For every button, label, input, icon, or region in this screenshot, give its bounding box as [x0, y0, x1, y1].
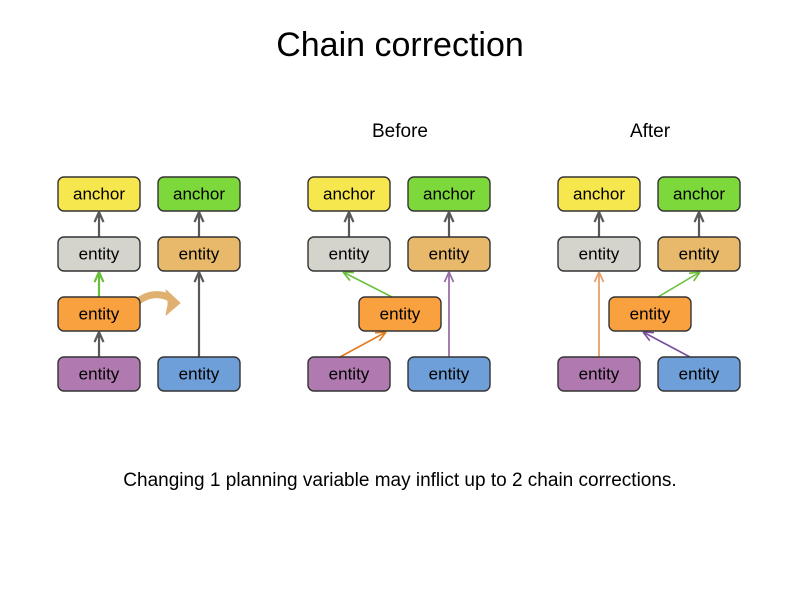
arrow-blue-to-tan: [193, 271, 205, 357]
group-label-before: Before: [372, 121, 428, 142]
node-label: anchor: [73, 184, 125, 203]
node-entity-purple[interactable]: entity: [557, 356, 641, 392]
node-label: entity: [630, 304, 671, 323]
node-entity-orange[interactable]: entity: [57, 296, 141, 332]
node-anchor-yellow[interactable]: anchor: [57, 176, 141, 212]
arrow-purple-to-orange: [339, 331, 387, 358]
node-label: entity: [579, 364, 620, 383]
arrow-blue-to-tan: [443, 271, 455, 357]
arrow-grey-to-yellow-anchor: [93, 211, 105, 237]
node-label: entity: [79, 364, 120, 383]
node-entity-blue[interactable]: entity: [407, 356, 491, 392]
arrow-purple-to-grey: [593, 271, 605, 357]
node-entity-grey[interactable]: entity: [307, 236, 391, 272]
node-anchor-green[interactable]: anchor: [157, 176, 241, 212]
node-entity-purple[interactable]: entity: [307, 356, 391, 392]
move-curved-arrow: [132, 289, 181, 316]
node-entity-orange[interactable]: entity: [358, 296, 442, 332]
node-entity-grey[interactable]: entity: [557, 236, 641, 272]
arrow-grey-to-yellow-anchor: [593, 211, 605, 237]
node-entity-grey[interactable]: entity: [57, 236, 141, 272]
node-label: anchor: [173, 184, 225, 203]
node-label: entity: [380, 304, 421, 323]
node-label: entity: [579, 244, 620, 263]
arrow-tan-to-green-anchor: [693, 211, 705, 237]
node-label: anchor: [573, 184, 625, 203]
page-title: Chain correction: [276, 26, 524, 64]
group-label-after: After: [629, 121, 671, 142]
node-label: entity: [329, 364, 370, 383]
node-label: entity: [179, 244, 220, 263]
node-entity-purple[interactable]: entity: [57, 356, 141, 392]
arrow-orange-to-grey: [342, 271, 393, 298]
node-anchor-yellow[interactable]: anchor: [307, 176, 391, 212]
slide-caption: Changing 1 planning variable may inflict…: [123, 470, 677, 491]
node-label: anchor: [423, 184, 475, 203]
arrow-orange-to-tan: [657, 271, 701, 298]
arrow-grey-to-yellow-anchor: [343, 211, 355, 237]
node-label: entity: [429, 244, 470, 263]
node-entity-blue[interactable]: entity: [157, 356, 241, 392]
arrow-blue-to-orange: [642, 331, 691, 358]
arrow-orange-to-grey: [93, 271, 105, 297]
node-entity-tan[interactable]: entity: [657, 236, 741, 272]
node-label: entity: [79, 304, 120, 323]
node-label: entity: [179, 364, 220, 383]
node-label: anchor: [323, 184, 375, 203]
group-before: anchor anchor entity entity entity entity enti…: [307, 176, 491, 392]
node-anchor-green[interactable]: anchor: [657, 176, 741, 212]
node-label: entity: [679, 364, 720, 383]
node-entity-tan[interactable]: entity: [407, 236, 491, 272]
node-entity-tan[interactable]: entity: [157, 236, 241, 272]
arrow-purple-to-orange: [93, 331, 105, 357]
node-label: entity: [429, 364, 470, 383]
arrow-tan-to-green-anchor: [443, 211, 455, 237]
node-label: entity: [329, 244, 370, 263]
arrow-tan-to-green-anchor: [193, 211, 205, 237]
node-anchor-yellow[interactable]: anchor: [557, 176, 641, 212]
node-entity-blue[interactable]: entity: [657, 356, 741, 392]
node-label: entity: [679, 244, 720, 263]
node-anchor-green[interactable]: anchor: [407, 176, 491, 212]
group-initial: anchor anchor entity entity entity entity enti…: [57, 176, 241, 392]
node-label: anchor: [673, 184, 725, 203]
group-after: anchor anchor entity entity entity entity enti…: [557, 176, 741, 392]
node-entity-orange[interactable]: entity: [608, 296, 692, 332]
node-label: entity: [79, 244, 120, 263]
